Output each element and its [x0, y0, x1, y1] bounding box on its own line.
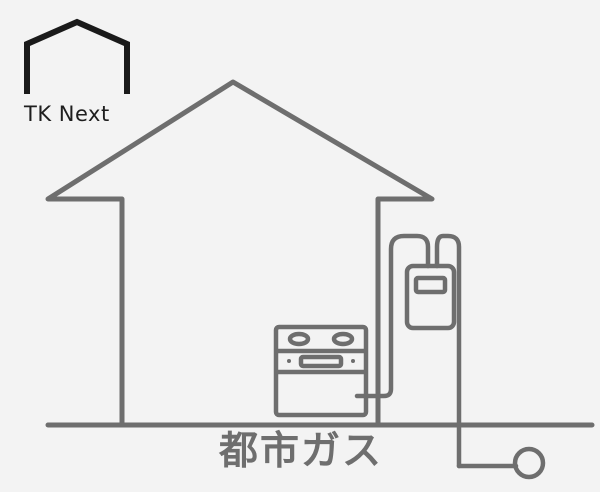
illustration-caption: 都市ガス	[218, 429, 383, 474]
gas-stove-icon	[273, 324, 369, 418]
brand-logo-text: TK Next	[24, 102, 110, 126]
gas-meter-icon	[404, 263, 457, 331]
gas-pipe-icon	[354, 233, 519, 469]
gas-supply-connection	[512, 446, 546, 480]
brand-logo-icon	[24, 18, 130, 94]
house-outline-icon	[45, 79, 435, 424]
